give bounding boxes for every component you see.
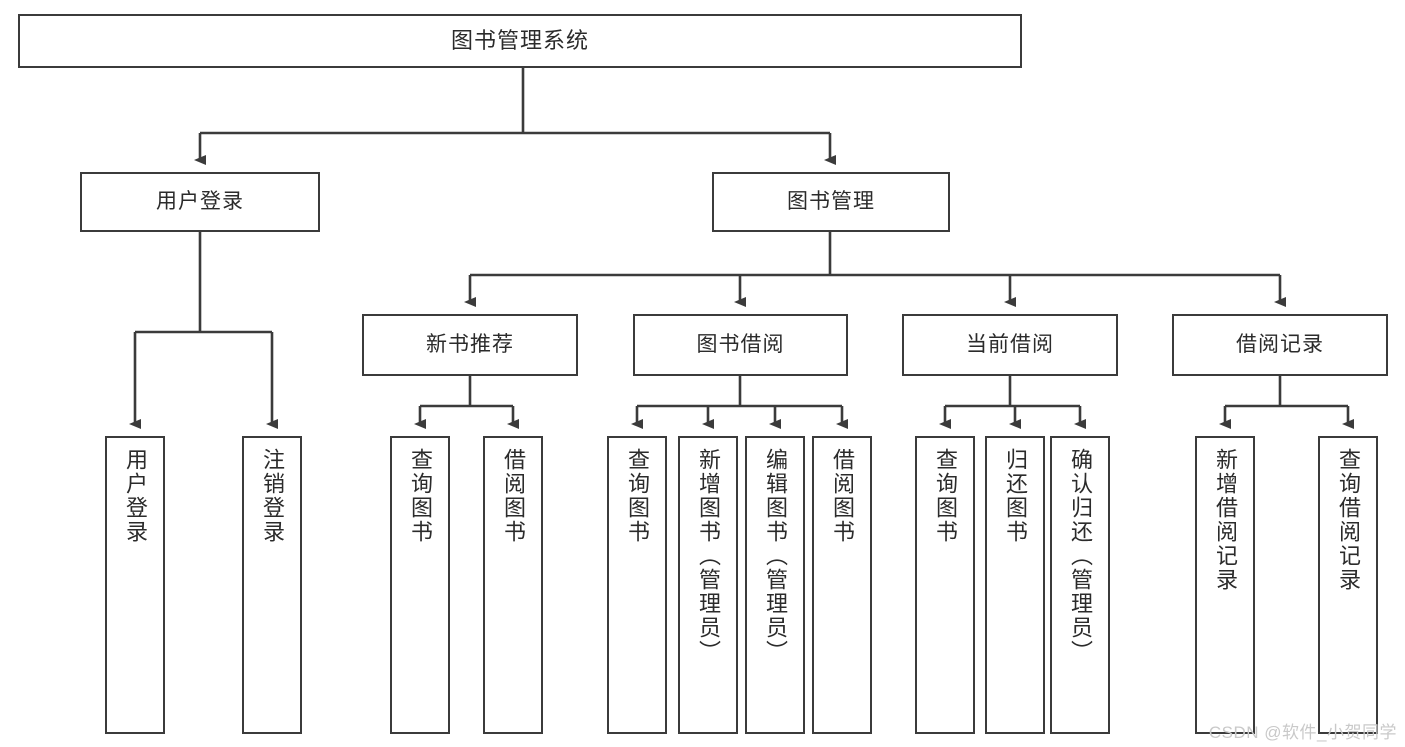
leaf-borrow-borrow-book[interactable]: 借阅图书: [812, 436, 872, 734]
node-book-management-label: 图书管理: [787, 190, 875, 214]
leaf-label: 注销登录: [259, 448, 285, 544]
leaf-record-add-record[interactable]: 新增借阅记录: [1195, 436, 1255, 734]
leaf-label: 确认归还（管理员）: [1067, 448, 1093, 664]
leaf-label: 借阅图书: [500, 448, 526, 544]
leaf-borrow-add-book-admin[interactable]: 新增图书（管理员）: [678, 436, 738, 734]
leaf-label: 新增借阅记录: [1212, 448, 1238, 592]
node-borrow-record[interactable]: 借阅记录: [1172, 314, 1388, 376]
leaf-current-query-book[interactable]: 查询图书: [915, 436, 975, 734]
leaf-label: 查询图书: [407, 448, 433, 544]
leaf-label: 用户登录: [122, 448, 148, 544]
leaf-current-confirm-return-admin[interactable]: 确认归还（管理员）: [1050, 436, 1110, 734]
leaf-new-book-query[interactable]: 查询图书: [390, 436, 450, 734]
leaf-user-login-logout[interactable]: 注销登录: [242, 436, 302, 734]
leaf-new-book-borrow[interactable]: 借阅图书: [483, 436, 543, 734]
node-user-login-label: 用户登录: [156, 190, 244, 214]
node-user-login[interactable]: 用户登录: [80, 172, 320, 232]
leaf-borrow-query-book[interactable]: 查询图书: [607, 436, 667, 734]
leaf-borrow-edit-book-admin[interactable]: 编辑图书（管理员）: [745, 436, 805, 734]
node-book-borrow[interactable]: 图书借阅: [633, 314, 848, 376]
leaf-label: 查询借阅记录: [1335, 448, 1361, 592]
leaf-record-query-record[interactable]: 查询借阅记录: [1318, 436, 1378, 734]
leaf-label: 归还图书: [1002, 448, 1028, 544]
leaf-label: 编辑图书（管理员）: [762, 448, 788, 664]
node-root-label: 图书管理系统: [450, 27, 589, 53]
node-book-borrow-label: 图书借阅: [696, 333, 785, 357]
leaf-user-login-login[interactable]: 用户登录: [105, 436, 165, 734]
leaf-label: 查询图书: [624, 448, 650, 544]
leaf-current-return-book[interactable]: 归还图书: [985, 436, 1045, 734]
node-borrow-record-label: 借阅记录: [1236, 333, 1324, 357]
node-book-management[interactable]: 图书管理: [712, 172, 950, 232]
node-root-system[interactable]: 图书管理系统: [18, 14, 1022, 68]
node-new-book-recommend-label: 新书推荐: [426, 333, 514, 357]
node-current-borrow-label: 当前借阅: [966, 333, 1054, 357]
leaf-label: 查询图书: [932, 448, 958, 544]
watermark-text: CSDN @软件_小贺同学: [1208, 723, 1397, 742]
leaf-label: 新增图书（管理员）: [695, 448, 721, 664]
node-current-borrow[interactable]: 当前借阅: [902, 314, 1118, 376]
node-new-book-recommend[interactable]: 新书推荐: [362, 314, 578, 376]
leaf-label: 借阅图书: [829, 448, 855, 544]
